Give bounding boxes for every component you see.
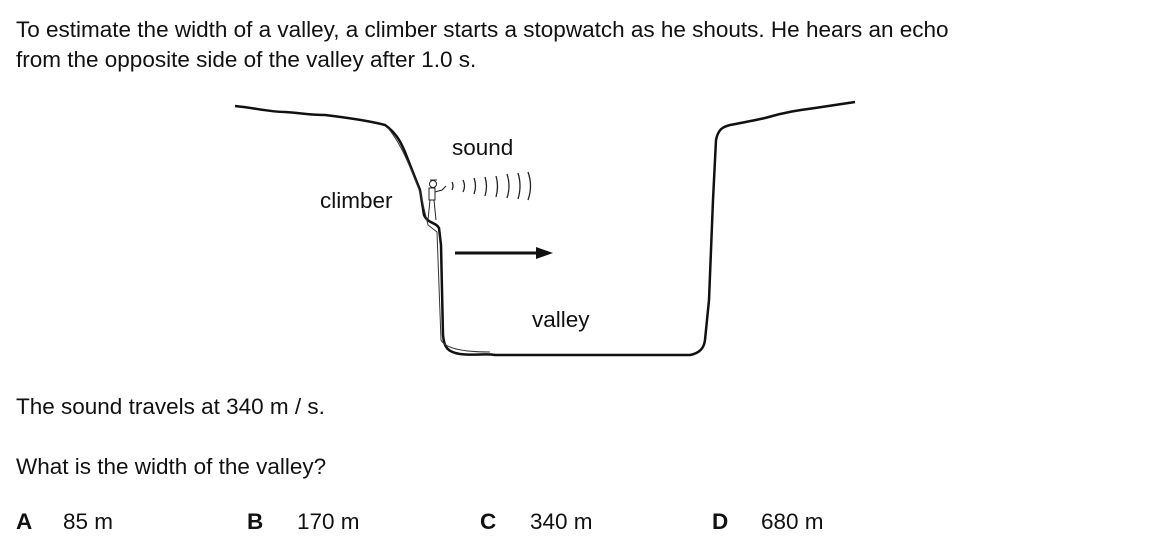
option-letter: D [712,509,729,534]
climber-rope [387,127,491,353]
option-value: 85 m [63,509,114,534]
speed-statement: The sound travels at 340 m / s. [16,394,325,419]
option-letter: B [247,509,264,534]
option-letter: A [16,509,33,534]
label-sound: sound [452,135,514,160]
intro-line-2: from the opposite side of the valley aft… [16,47,477,72]
option-value: 340 m [530,509,593,534]
label-valley: valley [532,307,590,332]
option-value: 170 m [297,509,360,534]
sound-wave-icon [451,171,532,201]
direction-arrow-icon [455,247,553,259]
intro-line-1: To estimate the width of a valley, a cli… [16,17,949,42]
option-value: 680 m [761,509,824,534]
label-climber: climber [320,188,393,213]
option-letter: C [480,509,497,534]
question-prompt: What is the width of the valley? [16,454,327,479]
valley-outline [234,100,856,357]
climber-figure-icon [427,179,447,221]
